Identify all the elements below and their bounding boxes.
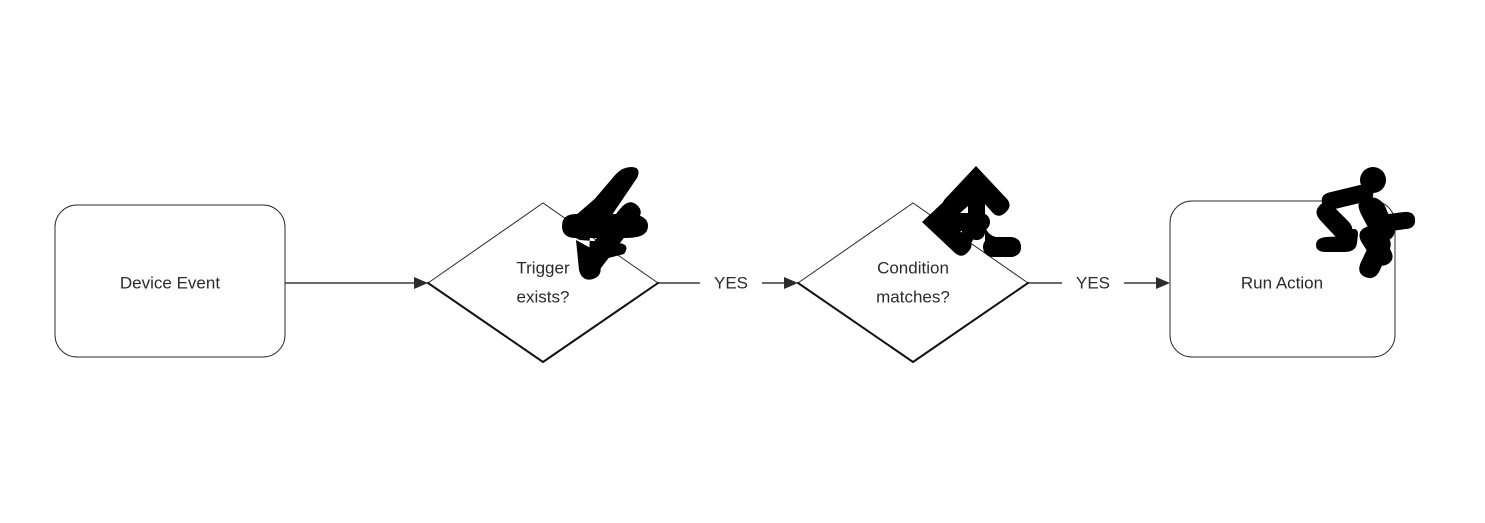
node-label-trigger-line1: Trigger (516, 258, 570, 277)
node-label-run-action: Run Action (1241, 273, 1323, 292)
node-label-trigger-line2: exists? (517, 287, 570, 306)
arrow-head-icon (414, 277, 428, 289)
node-shape-fill (798, 203, 1028, 362)
node-shape-outline (1169, 200, 1396, 358)
edge-label-yes-1: YES (714, 273, 748, 292)
node-shape-outline-top (427, 202, 659, 284)
edge-condition-to-action: YES (1028, 273, 1170, 292)
arrow-head-icon (784, 277, 798, 289)
node-trigger-exists[interactable]: Trigger exists? (426, 167, 660, 364)
node-label-condition-line2: matches? (876, 287, 950, 306)
edge-label-yes-2: YES (1076, 273, 1110, 292)
node-label-condition-line1: Condition (877, 258, 949, 277)
node-run-action[interactable]: Run Action (1169, 167, 1416, 358)
node-shape-fill (55, 205, 285, 357)
lightning-bolt-icon (562, 167, 648, 280)
node-label-device-event: Device Event (120, 273, 220, 292)
node-shape-outline-bottom (796, 281, 1030, 364)
node-condition-matches[interactable]: Condition matches? (796, 166, 1030, 364)
arrow-head-icon (1156, 277, 1170, 289)
branch-fork-arrows-icon (922, 166, 1021, 257)
node-shape-outline-bottom (426, 281, 660, 364)
node-device-event[interactable]: Device Event (54, 204, 286, 358)
edge-event-to-trigger (285, 277, 428, 289)
running-person-icon (1316, 167, 1416, 279)
node-shape-outline (54, 204, 286, 358)
edge-trigger-to-condition: YES (658, 273, 798, 292)
